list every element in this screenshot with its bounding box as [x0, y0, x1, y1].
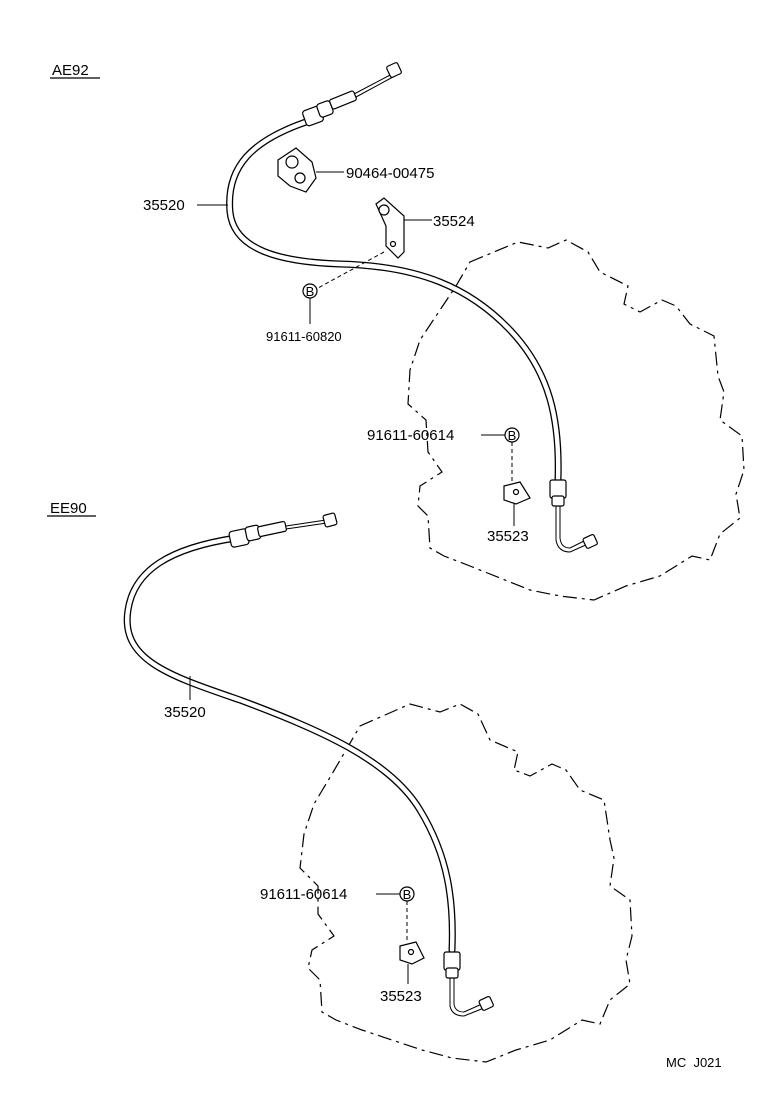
bracket-35523-ae92: 35523	[487, 481, 531, 545]
cable-lower-end-ee90	[443, 951, 494, 1017]
cable-upper-end-ae92	[302, 62, 402, 127]
transmission-outline-ee90	[299, 703, 633, 1063]
clip-ae92: 90464-00475	[277, 147, 434, 193]
model-label-ae92: AE92	[52, 62, 89, 79]
bracket-35523-ee90: 35523	[380, 941, 425, 1005]
figure-code: MC J021	[666, 1055, 722, 1070]
ee90-section: EE90 35520 91611-60614	[47, 500, 633, 1063]
cable-upper-end-ee90	[228, 512, 338, 548]
part-label-cable-ee90: 35520	[164, 704, 206, 721]
transmission-outline-ae92	[407, 239, 745, 601]
part-label-cable-ae92: 35520	[143, 197, 185, 214]
part-label-bracket-lower-ae92: 35523	[487, 528, 529, 545]
part-label-bolt-top-ae92: 91611-60820	[266, 329, 342, 344]
ae92-section: AE92 90464-004	[50, 62, 745, 601]
bolt-marker-letter-ee90: B	[403, 887, 412, 902]
part-label-bracket-lower-ee90: 35523	[380, 988, 422, 1005]
model-label-ee90: EE90	[50, 500, 87, 517]
part-label-bolt-lower-ee90: 91611-60614	[260, 886, 347, 903]
bolt-marker-letter-lower-ae92: B	[508, 428, 517, 443]
cable-lower-end-ae92	[549, 479, 598, 553]
part-label-bolt-lower-ae92: 91611-60614	[367, 427, 454, 444]
bracket-35524-ae92: 35524	[375, 197, 475, 259]
part-label-clip-ae92: 90464-00475	[346, 165, 434, 182]
part-label-bracket-top-ae92: 35524	[433, 213, 475, 230]
bolt-marker-letter-top-ae92: B	[306, 284, 315, 299]
